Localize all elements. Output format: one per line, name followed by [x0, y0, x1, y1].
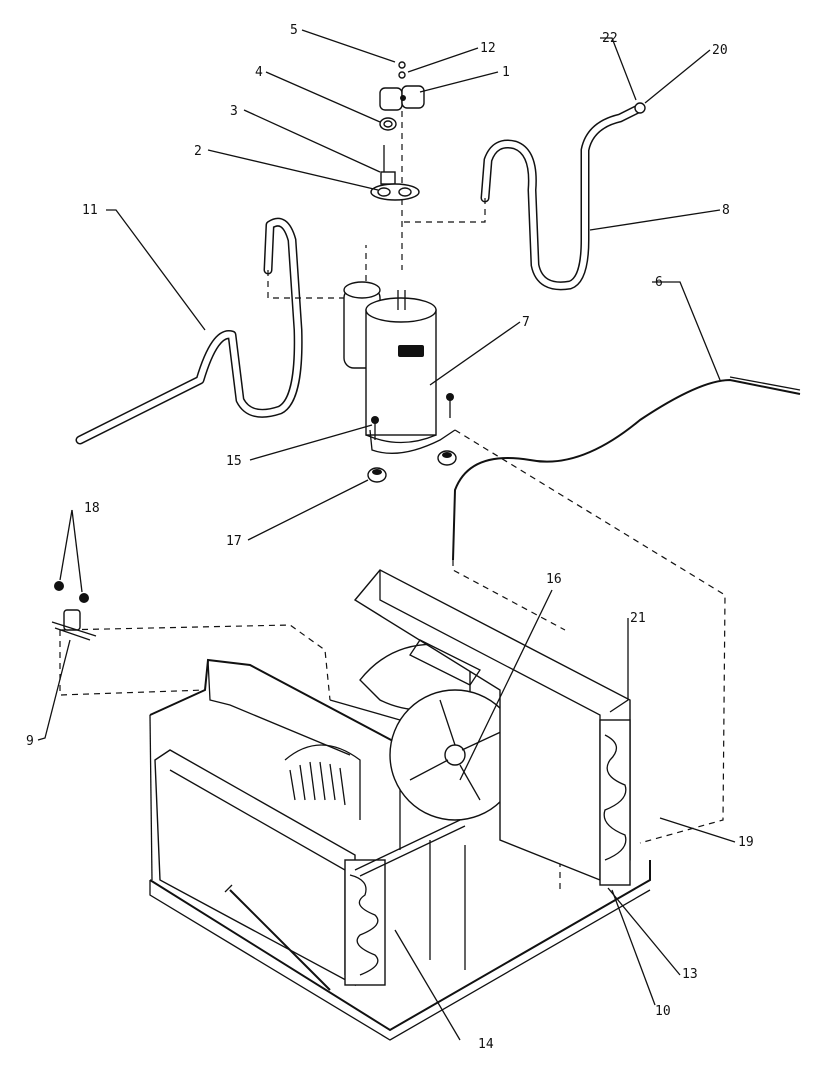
- callout-label: 15: [226, 454, 242, 469]
- capacitor-9: [51, 581, 97, 641]
- callout-label: 21: [630, 611, 646, 626]
- callout-label: 3: [230, 104, 238, 119]
- callout-label: 18: [84, 501, 100, 516]
- callout-label: 7: [522, 315, 530, 330]
- callout-label: 11: [82, 203, 98, 218]
- overload-protector-1: [379, 85, 425, 111]
- callout-label: 8: [722, 203, 730, 218]
- callout-label: 4: [255, 65, 263, 80]
- callout-label: 22: [602, 31, 618, 46]
- callout-labels: 1 2 3 4 5 6 7 8 9 10 11 12 13 14 15 16 1…: [26, 23, 754, 1052]
- unit-chassis: [149, 569, 651, 1041]
- tube-11: [75, 217, 303, 445]
- callout-label: 2: [194, 144, 202, 159]
- callout-label: 1: [502, 65, 510, 80]
- bolt-compressor-right: [446, 393, 454, 418]
- compressor-7: [343, 281, 456, 454]
- callout-label: 14: [478, 1037, 494, 1052]
- bolt-15: [371, 416, 379, 440]
- callout-label: 13: [682, 967, 698, 982]
- bracket-2: [370, 183, 420, 201]
- gasket-3: [380, 145, 396, 185]
- assembly-guide-lines: [59, 100, 726, 890]
- callout-label: 10: [655, 1004, 671, 1019]
- callout-label: 9: [26, 734, 34, 749]
- callout-label: 17: [226, 534, 242, 549]
- callout-label: 19: [738, 835, 754, 850]
- grommet-right: [437, 450, 457, 466]
- tube-fitting-20: [634, 102, 646, 114]
- capillary-tube-6: [452, 376, 801, 561]
- leader-lines: [37, 29, 736, 1041]
- callout-label: 12: [480, 41, 496, 56]
- tube-8: [480, 103, 645, 291]
- callout-label: 20: [712, 43, 728, 58]
- callout-label: 5: [290, 23, 298, 38]
- callout-label: 6: [655, 275, 663, 290]
- callout-label: 16: [546, 572, 562, 587]
- terminal-cover-4: [379, 117, 397, 131]
- grommet-17: [367, 467, 387, 483]
- nut-5: [398, 61, 406, 69]
- washer-12: [398, 71, 406, 79]
